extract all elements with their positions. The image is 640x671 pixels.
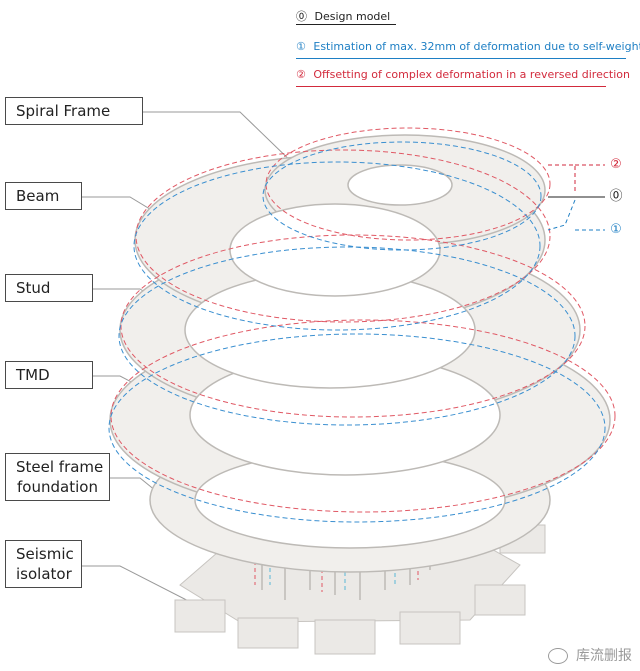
label-text: TMD — [16, 366, 50, 384]
legend-marker: ⓪ — [296, 10, 307, 23]
isolator-block — [174, 599, 226, 633]
legend-marker: ② — [296, 68, 306, 81]
label-spiral-frame: Spiral Frame — [5, 97, 143, 125]
spiral-deformed-outline — [133, 161, 541, 331]
marker-self-weight: ① — [610, 222, 622, 237]
spiral-offset-outline — [120, 234, 586, 418]
label-text-line1: Seismic — [16, 545, 74, 563]
label-steel-frame-foundation: Steel frame foundation — [5, 453, 110, 501]
legend-text: Design model — [314, 10, 391, 23]
label-text: Spiral Frame — [16, 102, 111, 120]
label-stud: Stud — [5, 274, 93, 302]
spiral-deformed-outline — [118, 246, 576, 426]
spiral-deformed-outline — [108, 333, 606, 523]
legend-text: Offsetting of complex deformation in a r… — [313, 68, 630, 81]
label-beam: Beam — [5, 182, 82, 210]
spiral-offset-outline — [110, 319, 616, 513]
marker-line-reversed — [548, 164, 576, 192]
watermark-text: 库流删报 — [576, 648, 632, 664]
legend-underline-2 — [296, 86, 606, 87]
spiral-offset-outline — [265, 127, 551, 241]
label-text-line2: isolator — [16, 565, 72, 583]
spiral-void-top — [347, 164, 453, 206]
spiral-void-upper — [229, 203, 441, 297]
legend-item-design-model: ⓪ Design model — [296, 8, 390, 24]
marker-reversed: ② — [610, 157, 622, 172]
label-text-line2: foundation — [17, 478, 98, 496]
isolator-block — [237, 617, 299, 649]
label-text: Stud — [16, 279, 51, 297]
spiral-offset-outline — [135, 149, 551, 323]
legend-item-self-weight: ① Estimation of max. 32mm of deformation… — [296, 40, 640, 53]
legend-item-reversed: ② Offsetting of complex deformation in a… — [296, 68, 630, 81]
spiral-deformed-outline — [262, 141, 542, 251]
isolator-block — [399, 611, 461, 645]
isolator-block — [314, 619, 376, 655]
label-tmd: TMD — [5, 361, 93, 389]
leader-spiral-frame — [143, 111, 301, 171]
label-text-line1: Steel frame — [16, 458, 104, 476]
leader-seismic — [82, 565, 211, 613]
isolator-block — [474, 584, 526, 616]
legend-underline-0 — [296, 24, 396, 25]
watermark: 库流删报 — [547, 645, 632, 665]
marker-design: ⓪ — [609, 189, 623, 204]
marker-line-self-weight — [547, 199, 576, 231]
legend-text: Estimation of max. 32mm of deformation d… — [313, 40, 640, 53]
legend-underline-1 — [296, 58, 626, 59]
wechat-icon — [547, 648, 568, 664]
label-text: Beam — [16, 187, 60, 205]
label-seismic-isolator: Seismic isolator — [5, 540, 82, 588]
legend-marker: ① — [296, 40, 306, 53]
